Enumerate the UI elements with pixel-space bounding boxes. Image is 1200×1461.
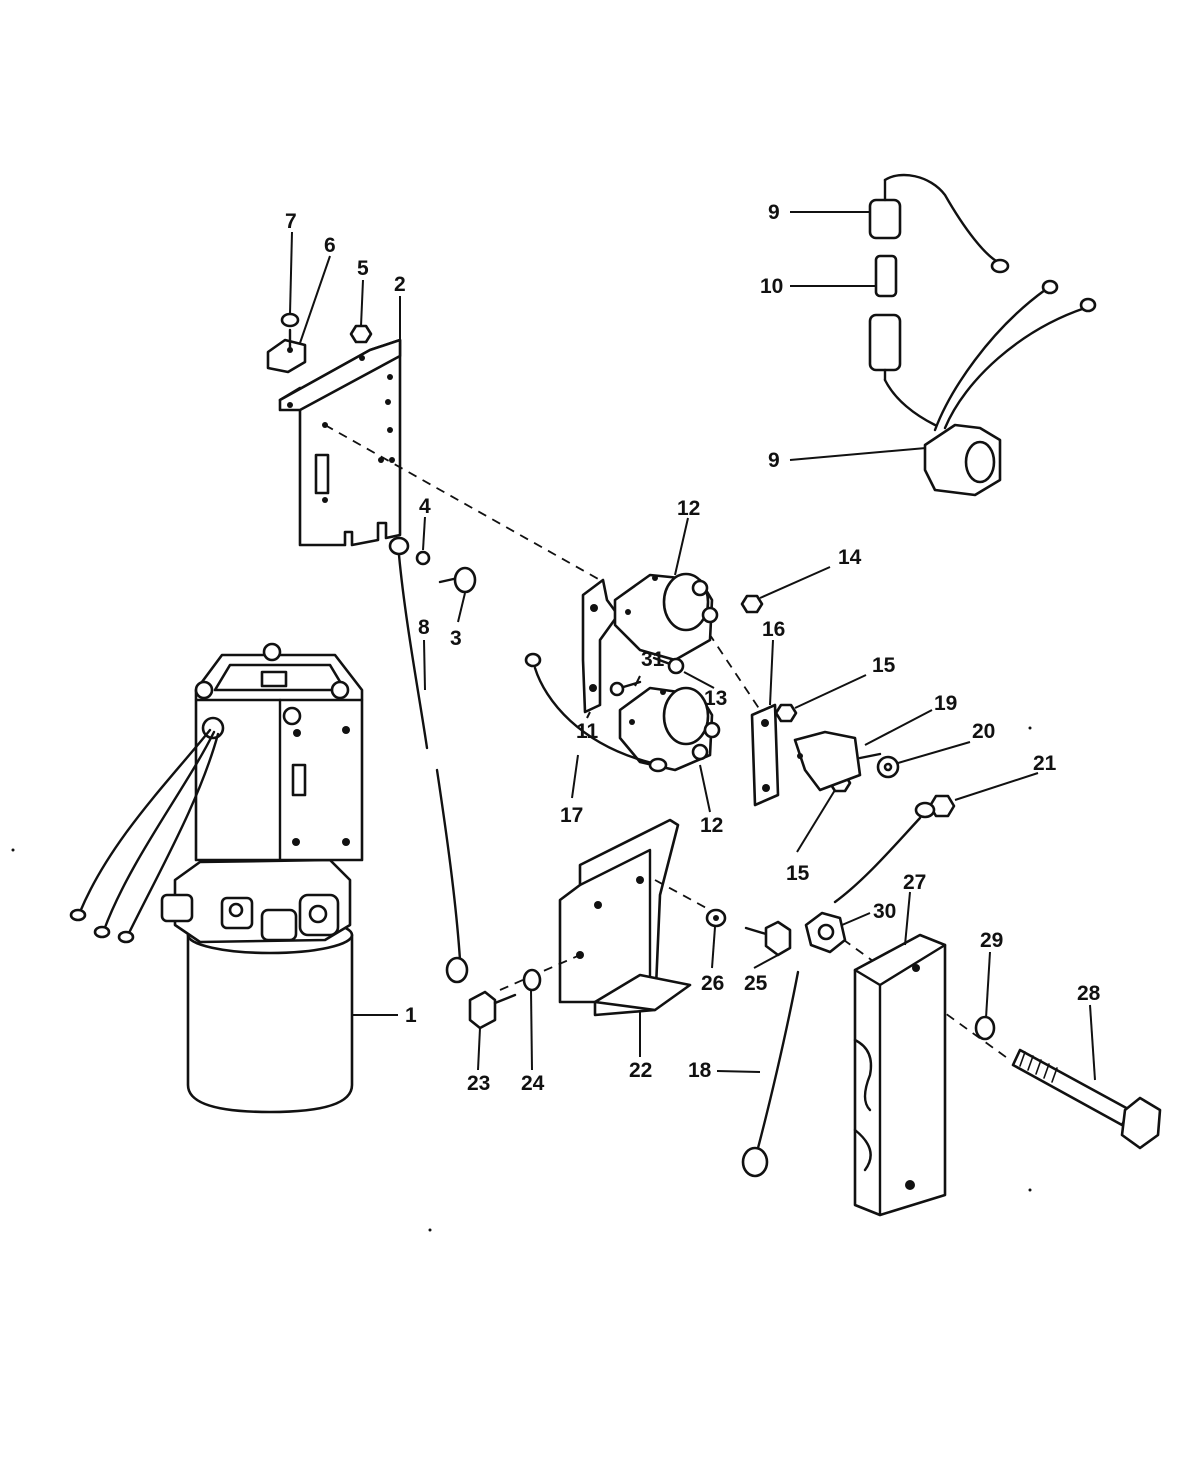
nut-15-upper (774, 703, 798, 723)
nut-small (349, 324, 373, 344)
washer-20 (876, 755, 900, 779)
bolt-23 (468, 990, 517, 1030)
washer-24 (522, 968, 542, 992)
callout-18: 18 (688, 1059, 712, 1082)
callout-12-bottom: 12 (700, 814, 723, 837)
callout-17: 17 (560, 804, 583, 827)
margin-dot (428, 1228, 432, 1232)
callout-25: 25 (744, 972, 768, 995)
callout-19: 19 (934, 692, 957, 715)
connector-strap (750, 703, 780, 807)
solenoid-bracket (581, 578, 620, 714)
callout-9-top: 9 (768, 201, 780, 224)
support-bracket (558, 818, 692, 1017)
callout-16: 16 (762, 618, 785, 641)
wire-switch (833, 801, 936, 904)
assembly-line-support (654, 879, 711, 911)
battery-cable (741, 970, 800, 1178)
callout-15-top: 15 (872, 654, 896, 677)
circuit-breaker (923, 279, 1097, 497)
clamp-block-27 (853, 933, 947, 1217)
bolt-ground (438, 566, 477, 594)
callout-13: 13 (704, 687, 727, 710)
callout-10: 10 (760, 275, 783, 298)
assembly-line-bracket (324, 424, 601, 581)
lock-washer-29 (974, 1015, 996, 1041)
callout-11: 11 (576, 720, 599, 743)
callout-28: 28 (1077, 982, 1101, 1005)
callout-22: 22 (629, 1059, 652, 1082)
assembly-line-bolt28 (829, 929, 1011, 1061)
screw-13 (652, 656, 685, 675)
margin-dot (1028, 1188, 1032, 1192)
callout-1: 1 (405, 1004, 417, 1027)
solenoid-upper (613, 572, 719, 662)
pump-motor-assembly (69, 642, 364, 1114)
callout-30: 30 (873, 900, 896, 923)
callout-15-bottom: 15 (786, 862, 810, 885)
callout-9-bottom: 9 (768, 449, 780, 472)
callout-27: 27 (903, 871, 926, 894)
switch-19 (793, 730, 882, 792)
fuse-holder-assembly (868, 173, 1010, 427)
bolt-25 (744, 920, 792, 957)
callout-2: 2 (394, 273, 406, 296)
callout-7: 7 (285, 210, 297, 233)
ground-cable (388, 536, 469, 984)
callout-4: 4 (419, 495, 431, 518)
callout-24: 24 (521, 1072, 545, 1095)
callout-6: 6 (324, 234, 336, 257)
callout-26: 26 (701, 972, 724, 995)
lock-washer-4 (415, 550, 431, 566)
nut-14 (740, 594, 764, 614)
callout-23: 23 (467, 1072, 490, 1095)
callout-8: 8 (418, 616, 430, 639)
screw-small (280, 312, 300, 350)
callout-29: 29 (980, 929, 1003, 952)
callout-31: 31 (641, 648, 665, 671)
callout-20: 20 (972, 720, 995, 743)
callout-14: 14 (838, 546, 862, 569)
long-bolt-28 (1011, 1048, 1162, 1150)
callout-5: 5 (357, 257, 369, 280)
nut-30 (804, 911, 847, 954)
callout-3: 3 (450, 627, 462, 650)
callout-12-top: 12 (677, 497, 700, 520)
callout-labels: 1 2 3 4 5 6 7 8 9 9 10 11 12 12 13 14 15… (285, 201, 1101, 1095)
mounting-bracket (278, 338, 402, 547)
jumper-cable (524, 652, 668, 773)
margin-dot (1028, 726, 1032, 730)
assembly-line-bolt23 (499, 954, 581, 991)
leader-lines (289, 211, 1096, 1081)
clamp-block (266, 338, 307, 374)
callout-21: 21 (1033, 752, 1057, 775)
margin-dot (11, 848, 15, 852)
washer-26 (705, 908, 727, 928)
solenoid-lower (618, 686, 721, 772)
